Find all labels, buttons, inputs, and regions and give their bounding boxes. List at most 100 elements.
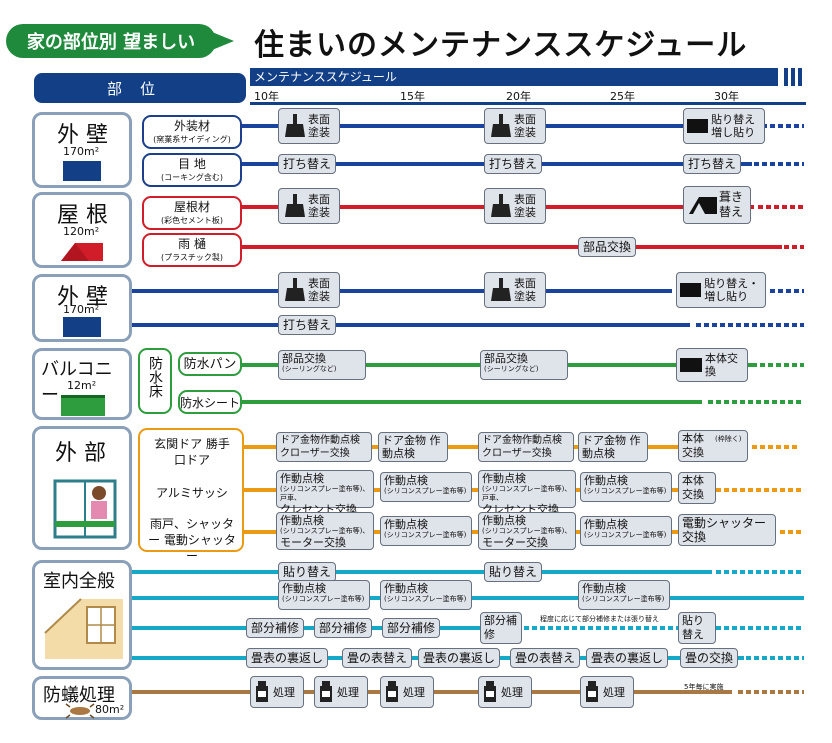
task-label: 作動点検 (384, 518, 428, 531)
row-label-door: 玄関ドア 勝手口ドア (154, 437, 230, 467)
group-termite: 防蟻処理 80m² (32, 676, 132, 720)
task-sash-inspect: 作動点検 (シリコンスプレー塗布等) (380, 472, 472, 502)
siding-panel-icon (680, 283, 702, 297)
group-exterior-wall-2: 外 壁 170m² (32, 274, 132, 342)
schedule-end-mark (798, 68, 802, 86)
task-label: 貼り替え・増し貼り (704, 277, 760, 303)
task-termite-treatment: 処理 (250, 676, 304, 708)
paint-brush-icon (491, 194, 511, 217)
schedule-line-continuation (780, 530, 804, 534)
row-sublabel: (窯業系サイディング) (153, 135, 231, 144)
row-label-sash: アルミサッシ (156, 486, 228, 500)
task-body-replace: 本体交換 (676, 348, 748, 382)
paint-brush-icon (285, 194, 305, 217)
task-tatami: 畳の交換 (680, 648, 739, 668)
group-area: 12m² (67, 379, 97, 392)
task-reclad: 貼り替え増し貼り (683, 108, 765, 144)
group-interior: 室内全般 (32, 560, 132, 670)
schedule-line (132, 570, 712, 574)
row-label-waterproof-sheet: 防水シート (178, 390, 242, 414)
row-label-gutter: 雨 樋 (プラスチック製) (142, 233, 242, 267)
schedule-line-continuation (752, 363, 804, 367)
row-sublabel: (コーキング含む) (160, 173, 223, 182)
paint-brush-icon (285, 278, 305, 301)
group-name: 外 部 (55, 441, 106, 466)
task-tatami: 畳の表替え (342, 648, 413, 668)
schedule-line-continuation (754, 162, 804, 166)
group-name: 屋 根 (57, 203, 108, 228)
task-part-replace: 部品交換 (シーリングなど) (480, 350, 568, 380)
task-label: 作動点検 (282, 582, 326, 595)
row-label-shutter: 雨戸、シャッター 電動シャッター (148, 517, 236, 563)
task-sash-replace: 本体 交換 (678, 472, 716, 504)
task-door-inspect: ドア金物 作動点検 (378, 432, 448, 462)
schedule-line-continuation (716, 626, 804, 630)
year-label: 30年 (714, 90, 739, 103)
task-detail: モーター交換 (482, 536, 548, 549)
task-label: 部品交換 (282, 352, 326, 365)
spray-can-icon (586, 681, 598, 702)
header-badge-tail (212, 32, 234, 50)
spray-can-icon (484, 681, 496, 702)
task-note: (シリコンスプレー塗布等) (384, 595, 467, 603)
task-label: 表面塗装 (514, 193, 536, 219)
schedule-line (242, 400, 702, 404)
group-exterior-wall: 外 壁 170m² (32, 112, 132, 188)
task-note: (シリコンスプレー塗布等) (282, 595, 365, 603)
task-reroof: 葺き替え (683, 186, 751, 224)
page-title: 住まいのメンテナンススケジュール (254, 28, 748, 63)
termite-icon (65, 703, 95, 719)
header-badge: 家の部位別 望ましい (6, 24, 216, 58)
schedule-line (132, 323, 690, 327)
task-door-inspect: ドア金物作動点検 クローザー交換 (276, 432, 372, 462)
task-partial-repair: 部分補修 (246, 618, 305, 638)
schedule-line (132, 289, 672, 293)
row-label-roofing: 屋根材 (彩色セメント板) (142, 196, 242, 230)
paint-brush-icon (491, 278, 511, 301)
row-label-waterproof-floor: 防水床 (138, 348, 172, 414)
task-wallpaper-replace: 貼り替え (278, 562, 337, 582)
task-label: 作動点検 (482, 472, 526, 485)
siding-panel-icon (687, 119, 709, 133)
group-outside: 外 部 (32, 426, 132, 550)
task-interior-inspect: 作動点検 (シリコンスプレー塗布等) (578, 580, 670, 610)
task-tatami: 畳表の裏返し (586, 648, 669, 668)
row-label-waterproof-pan: 防水パン (178, 352, 242, 376)
wall-icon (63, 317, 101, 337)
task-door-inspect: ドア金物作動点検 クローザー交換 (478, 432, 574, 462)
task-note: (シリコンスプレー塗布等) (384, 531, 467, 539)
task-label: 処理 (273, 685, 295, 699)
repair-note: 程度に応じて部分補修または張り替え (540, 615, 659, 623)
schedule-line-continuation (784, 245, 804, 249)
task-termite-treatment: 処理 (314, 676, 368, 708)
group-name: 室内全般 (43, 571, 115, 592)
schedule-line-continuation (746, 656, 804, 660)
task-note: (シリコンスプレー塗布等) (582, 595, 665, 603)
paint-brush-icon (491, 114, 511, 137)
task-tatami: 畳表の裏返し (418, 648, 501, 668)
task-shutter-inspect: 作動点検 (シリコンスプレー塗布等) (380, 516, 472, 546)
paint-brush-icon (285, 114, 305, 137)
year-axis-line (250, 102, 806, 105)
row-label: 雨 樋 (178, 237, 206, 251)
task-surface-paint: 表面塗装 (278, 188, 340, 224)
task-label: 処理 (337, 685, 359, 699)
task-label: 作動点検 (280, 514, 324, 527)
room-interior-icon (44, 598, 123, 659)
task-tatami: 畳の表替え (510, 648, 581, 668)
task-surface-paint: 表面塗装 (484, 272, 546, 308)
task-label: 作動点検 (582, 582, 626, 595)
task-termite-treatment: 処理 (580, 676, 634, 708)
task-surface-paint: 表面塗装 (278, 272, 340, 308)
group-name: 外 壁 (57, 285, 108, 310)
task-surface-paint: 表面塗装 (484, 108, 546, 144)
task-label: 作動点検 (584, 474, 628, 487)
group-name: バルコニー (41, 359, 113, 406)
task-wallpaper-replace: 貼り替え (678, 612, 716, 644)
task-note: (シリコンスプレー塗布等)、 (280, 527, 370, 535)
group-name: 外 壁 (57, 123, 108, 148)
schedule-line (242, 245, 782, 249)
task-note: (シリコンスプレー塗布等)、戸車、 (482, 485, 572, 502)
group-name: 防蟻処理 (43, 685, 115, 706)
schedule-line-continuation (716, 488, 804, 492)
